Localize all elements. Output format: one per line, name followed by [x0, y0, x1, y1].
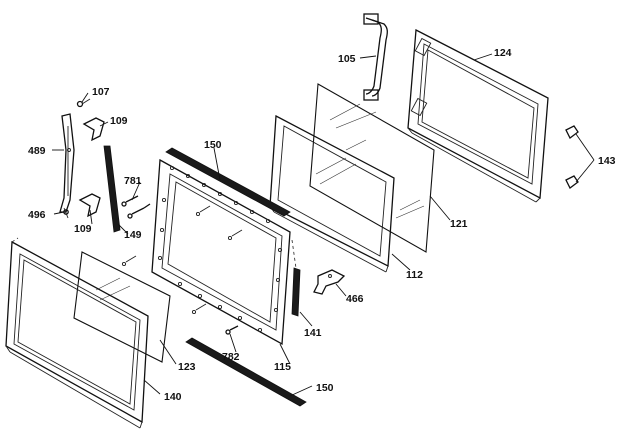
leader-lines — [52, 53, 595, 397]
part-labels: 105 124 107 109 489 150 143 781 496 109 … — [28, 47, 616, 403]
label-141: 141 — [304, 327, 322, 339]
part-121-glass-panel — [309, 83, 435, 253]
loose-screws — [121, 205, 243, 315]
label-115: 115 — [274, 361, 291, 373]
part-105-handle — [363, 13, 388, 101]
label-782: 782 — [222, 351, 240, 363]
part-124-outer-frame — [407, 28, 549, 203]
part-149-vertical-strip — [103, 145, 121, 233]
part-115-door-frame — [151, 158, 291, 346]
part-140-outer-door — [5, 237, 149, 429]
part-109-hinge-clip-upper — [82, 117, 105, 142]
label-143: 143 — [598, 155, 616, 167]
part-496-screw — [63, 207, 69, 219]
part-782-screw — [225, 325, 239, 335]
label-109-lower: 109 — [74, 223, 92, 235]
label-150-top: 150 — [204, 139, 222, 151]
label-140: 140 — [164, 391, 182, 403]
part-143-clips — [565, 125, 579, 189]
label-150-bottom: 150 — [316, 382, 334, 394]
label-123: 123 — [178, 361, 196, 373]
part-150-gasket-bottom — [185, 337, 307, 407]
label-489: 489 — [28, 145, 46, 157]
part-781-screws — [121, 195, 151, 219]
part-123-inner-glass — [73, 251, 171, 363]
label-149: 149 — [124, 229, 142, 241]
label-781: 781 — [124, 175, 142, 187]
label-121: 121 — [450, 218, 468, 230]
part-141-side-strip — [291, 239, 301, 317]
part-112-inner-panel — [269, 114, 395, 273]
label-105: 105 — [338, 53, 356, 65]
part-107-screw — [76, 98, 91, 108]
part-109-hinge-clip-lower — [78, 193, 101, 218]
part-489-hinge-arm — [59, 113, 75, 213]
label-466: 466 — [346, 293, 364, 305]
label-112: 112 — [406, 269, 423, 281]
part-150-gasket-top — [165, 147, 291, 217]
label-109-upper: 109 — [110, 115, 128, 127]
part-466-bracket — [313, 269, 346, 295]
label-124: 124 — [494, 47, 512, 59]
label-107: 107 — [92, 86, 110, 98]
label-496: 496 — [28, 209, 46, 221]
